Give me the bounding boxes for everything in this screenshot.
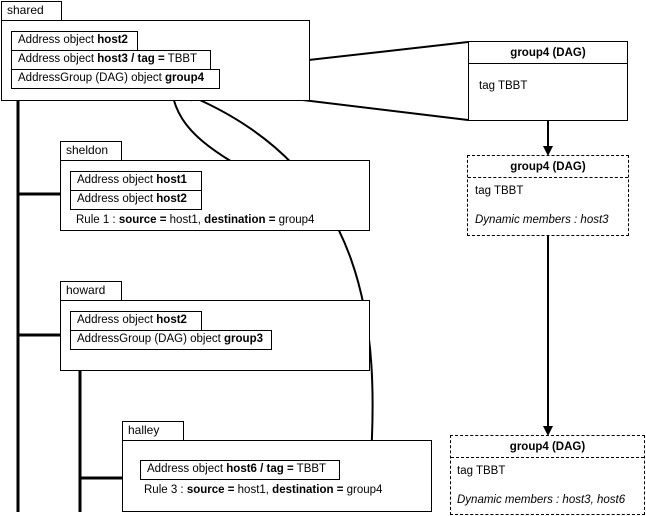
howard-item-host2: Address object host2 <box>70 311 202 331</box>
halley-rule-3: Rule 3 : source = host1, destination = g… <box>144 483 382 497</box>
dag-box-tag: tag TBBT <box>479 80 528 92</box>
dag-box-header: group4 (DAG) <box>468 156 628 178</box>
howard-tab: howard <box>60 281 122 301</box>
item-bold: host2 <box>97 34 128 46</box>
item-text: Address object <box>147 463 227 475</box>
dag-members-text: Dynamic members : host3, host6 <box>457 494 626 506</box>
halley-item-host6: Address object host6 / tag = TBBT <box>140 460 340 480</box>
item-bold: group4 <box>165 72 204 84</box>
dag-box-tag: tag TBBT <box>475 185 524 197</box>
rule-text: host1, <box>234 484 273 496</box>
item-text: AddressGroup (DAG) object <box>77 333 225 345</box>
howard-tab-label: howard <box>66 283 106 297</box>
dag-box-group4-resolved-final: group4 (DAG) tag TBBT Dynamic members : … <box>450 435 645 515</box>
dag-box-group4-resolved: group4 (DAG) tag TBBT Dynamic members : … <box>467 155 629 236</box>
item-bold: group3 <box>224 333 263 345</box>
dag-box-header: group4 (DAG) <box>451 436 644 458</box>
sheldon-rule-1: Rule 1 : source = host1, destination = g… <box>76 213 314 227</box>
halley-tab: halley <box>122 421 184 441</box>
item-text: TBBT <box>293 463 327 475</box>
sheldon-item-host1: Address object host1 <box>70 171 202 191</box>
rule-text: Rule 1 : <box>76 214 119 226</box>
item-bold: host3 / tag = <box>97 53 165 65</box>
rule-text: host1, <box>166 214 205 226</box>
item-text: Address object <box>77 193 157 205</box>
rule-bold: source = <box>118 214 167 226</box>
dag-box-tag: tag TBBT <box>457 465 506 477</box>
item-bold: host6 / tag = <box>226 463 294 475</box>
sheldon-tab: sheldon <box>60 141 122 161</box>
dag-box-title: group4 (DAG) <box>510 161 586 173</box>
item-bold: host2 <box>156 193 187 205</box>
sheldon-item-host2: Address object host2 <box>70 190 202 210</box>
dag-members-text: Dynamic members : host3 <box>475 214 609 226</box>
item-text: Address object <box>77 174 157 186</box>
rule-bold: destination = <box>204 214 276 226</box>
dag-box-title: group4 (DAG) <box>510 47 586 59</box>
rule-bold: destination = <box>272 484 344 496</box>
rule-text: group4 <box>275 214 315 226</box>
rule-text: Rule 3 : <box>144 484 187 496</box>
shared-item-group4: AddressGroup (DAG) object group4 <box>11 69 220 89</box>
dag-box-group4: group4 (DAG) tag TBBT <box>468 41 628 121</box>
shared-item-host3: Address object host3 / tag = TBBT <box>11 50 211 70</box>
item-text: Address object <box>18 53 98 65</box>
reference-arrow-rule3 <box>184 92 374 475</box>
rule-text: group4 <box>343 484 383 496</box>
shared-tab: shared <box>1 1 62 21</box>
halley-tab-label: halley <box>128 423 160 437</box>
sheldon-tab-label: sheldon <box>66 143 109 157</box>
shared-tab-label: shared <box>7 3 44 17</box>
item-text: Address object <box>18 34 98 46</box>
shared-item-host2: Address object host2 <box>11 31 138 51</box>
item-text: TBBT <box>164 53 198 65</box>
howard-item-group3: AddressGroup (DAG) object group3 <box>70 330 272 350</box>
rule-bold: source = <box>186 484 235 496</box>
dag-box-members: Dynamic members : host3 <box>475 213 609 227</box>
dag-box-title: group4 (DAG) <box>509 441 586 453</box>
dag-box-header: group4 (DAG) <box>469 42 627 64</box>
item-bold: host2 <box>156 314 187 326</box>
dag-box-members: Dynamic members : host3, host6 <box>457 493 625 507</box>
item-text: Address object <box>77 314 157 326</box>
item-text: AddressGroup (DAG) object <box>18 72 166 84</box>
item-bold: host1 <box>156 174 187 186</box>
